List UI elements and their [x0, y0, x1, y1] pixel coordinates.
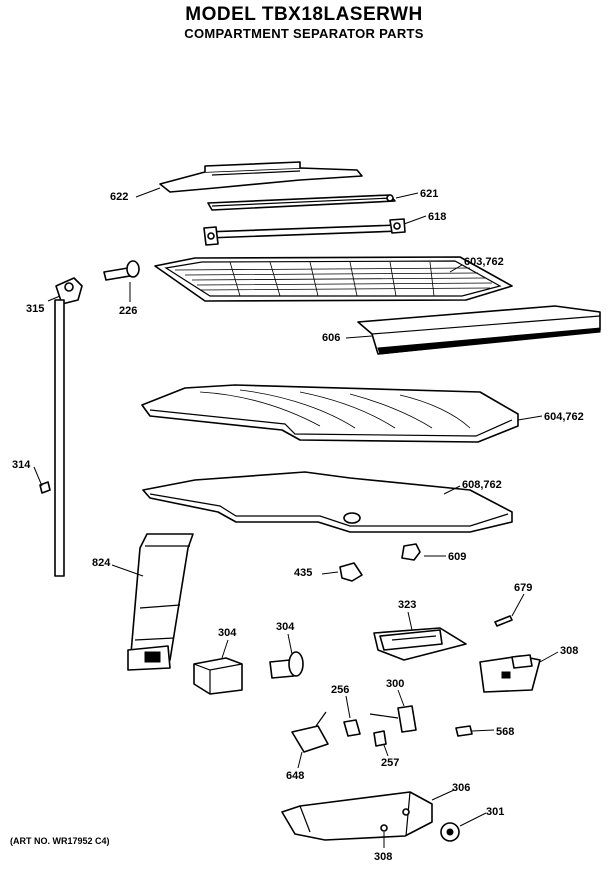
callout-306: 306 [452, 782, 470, 794]
callout-608-762: 608,762 [462, 479, 502, 491]
callout-301: 301 [486, 806, 504, 818]
part-622-cover [159, 161, 363, 193]
part-314-rod [39, 299, 65, 577]
part-256-switch [343, 719, 361, 737]
part-648-motor [291, 711, 329, 753]
callout-568: 568 [496, 726, 514, 738]
callout-609: 609 [448, 551, 466, 563]
part-603-shelf [154, 256, 513, 302]
callout-304-knob: 304 [276, 621, 295, 633]
callout-621: 621 [420, 188, 438, 200]
part-257-screw [373, 730, 387, 747]
callout-labels: 622 621 618 603,762 315 226 606 604,762 … [12, 188, 584, 863]
callout-304-block: 304 [218, 627, 237, 639]
art-number: (ART NO. WR17952 C4) [10, 836, 110, 846]
callout-256: 256 [331, 684, 349, 696]
callout-622: 622 [110, 191, 128, 203]
part-226-plug [103, 260, 140, 281]
part-679-screw [494, 615, 513, 627]
callout-648: 648 [286, 770, 304, 782]
part-604-separator [141, 384, 519, 443]
part-435-clip [339, 562, 363, 582]
part-306-bracket [281, 791, 433, 841]
part-308-bracket [479, 654, 541, 693]
callout-308-bracket: 308 [560, 645, 578, 657]
part-824-duct [127, 533, 194, 671]
part-568-screw [455, 725, 473, 737]
callout-257: 257 [381, 757, 399, 769]
part-301-knob [440, 822, 460, 842]
callout-315: 315 [26, 303, 44, 315]
callout-226: 226 [119, 305, 137, 317]
part-323-housing [373, 627, 467, 661]
diagram-title: MODEL TBX18LASERWH [185, 4, 423, 25]
part-606-trim [357, 305, 601, 355]
leader-lines [33, 187, 559, 848]
diagram-subtitle: COMPARTMENT SEPARATOR PARTS [184, 26, 424, 41]
part-300-heater [369, 705, 417, 733]
part-304-knob [269, 651, 304, 679]
callout-618: 618 [428, 211, 446, 223]
callout-824: 824 [92, 557, 111, 569]
part-621-rail [207, 194, 396, 211]
part-609-clip [401, 543, 421, 561]
callout-300: 300 [386, 678, 404, 690]
callout-604-762: 604,762 [544, 411, 584, 423]
callout-308-lower: 308 [374, 851, 392, 863]
part-304-block [193, 657, 243, 695]
callout-314: 314 [12, 459, 31, 471]
part-608-separator [142, 471, 513, 533]
part-618-rod [203, 218, 406, 246]
callout-435: 435 [294, 567, 312, 579]
callout-603-762: 603,762 [464, 256, 504, 268]
callout-323: 323 [398, 599, 416, 611]
callout-606: 606 [322, 332, 340, 344]
callout-679: 679 [514, 582, 532, 594]
